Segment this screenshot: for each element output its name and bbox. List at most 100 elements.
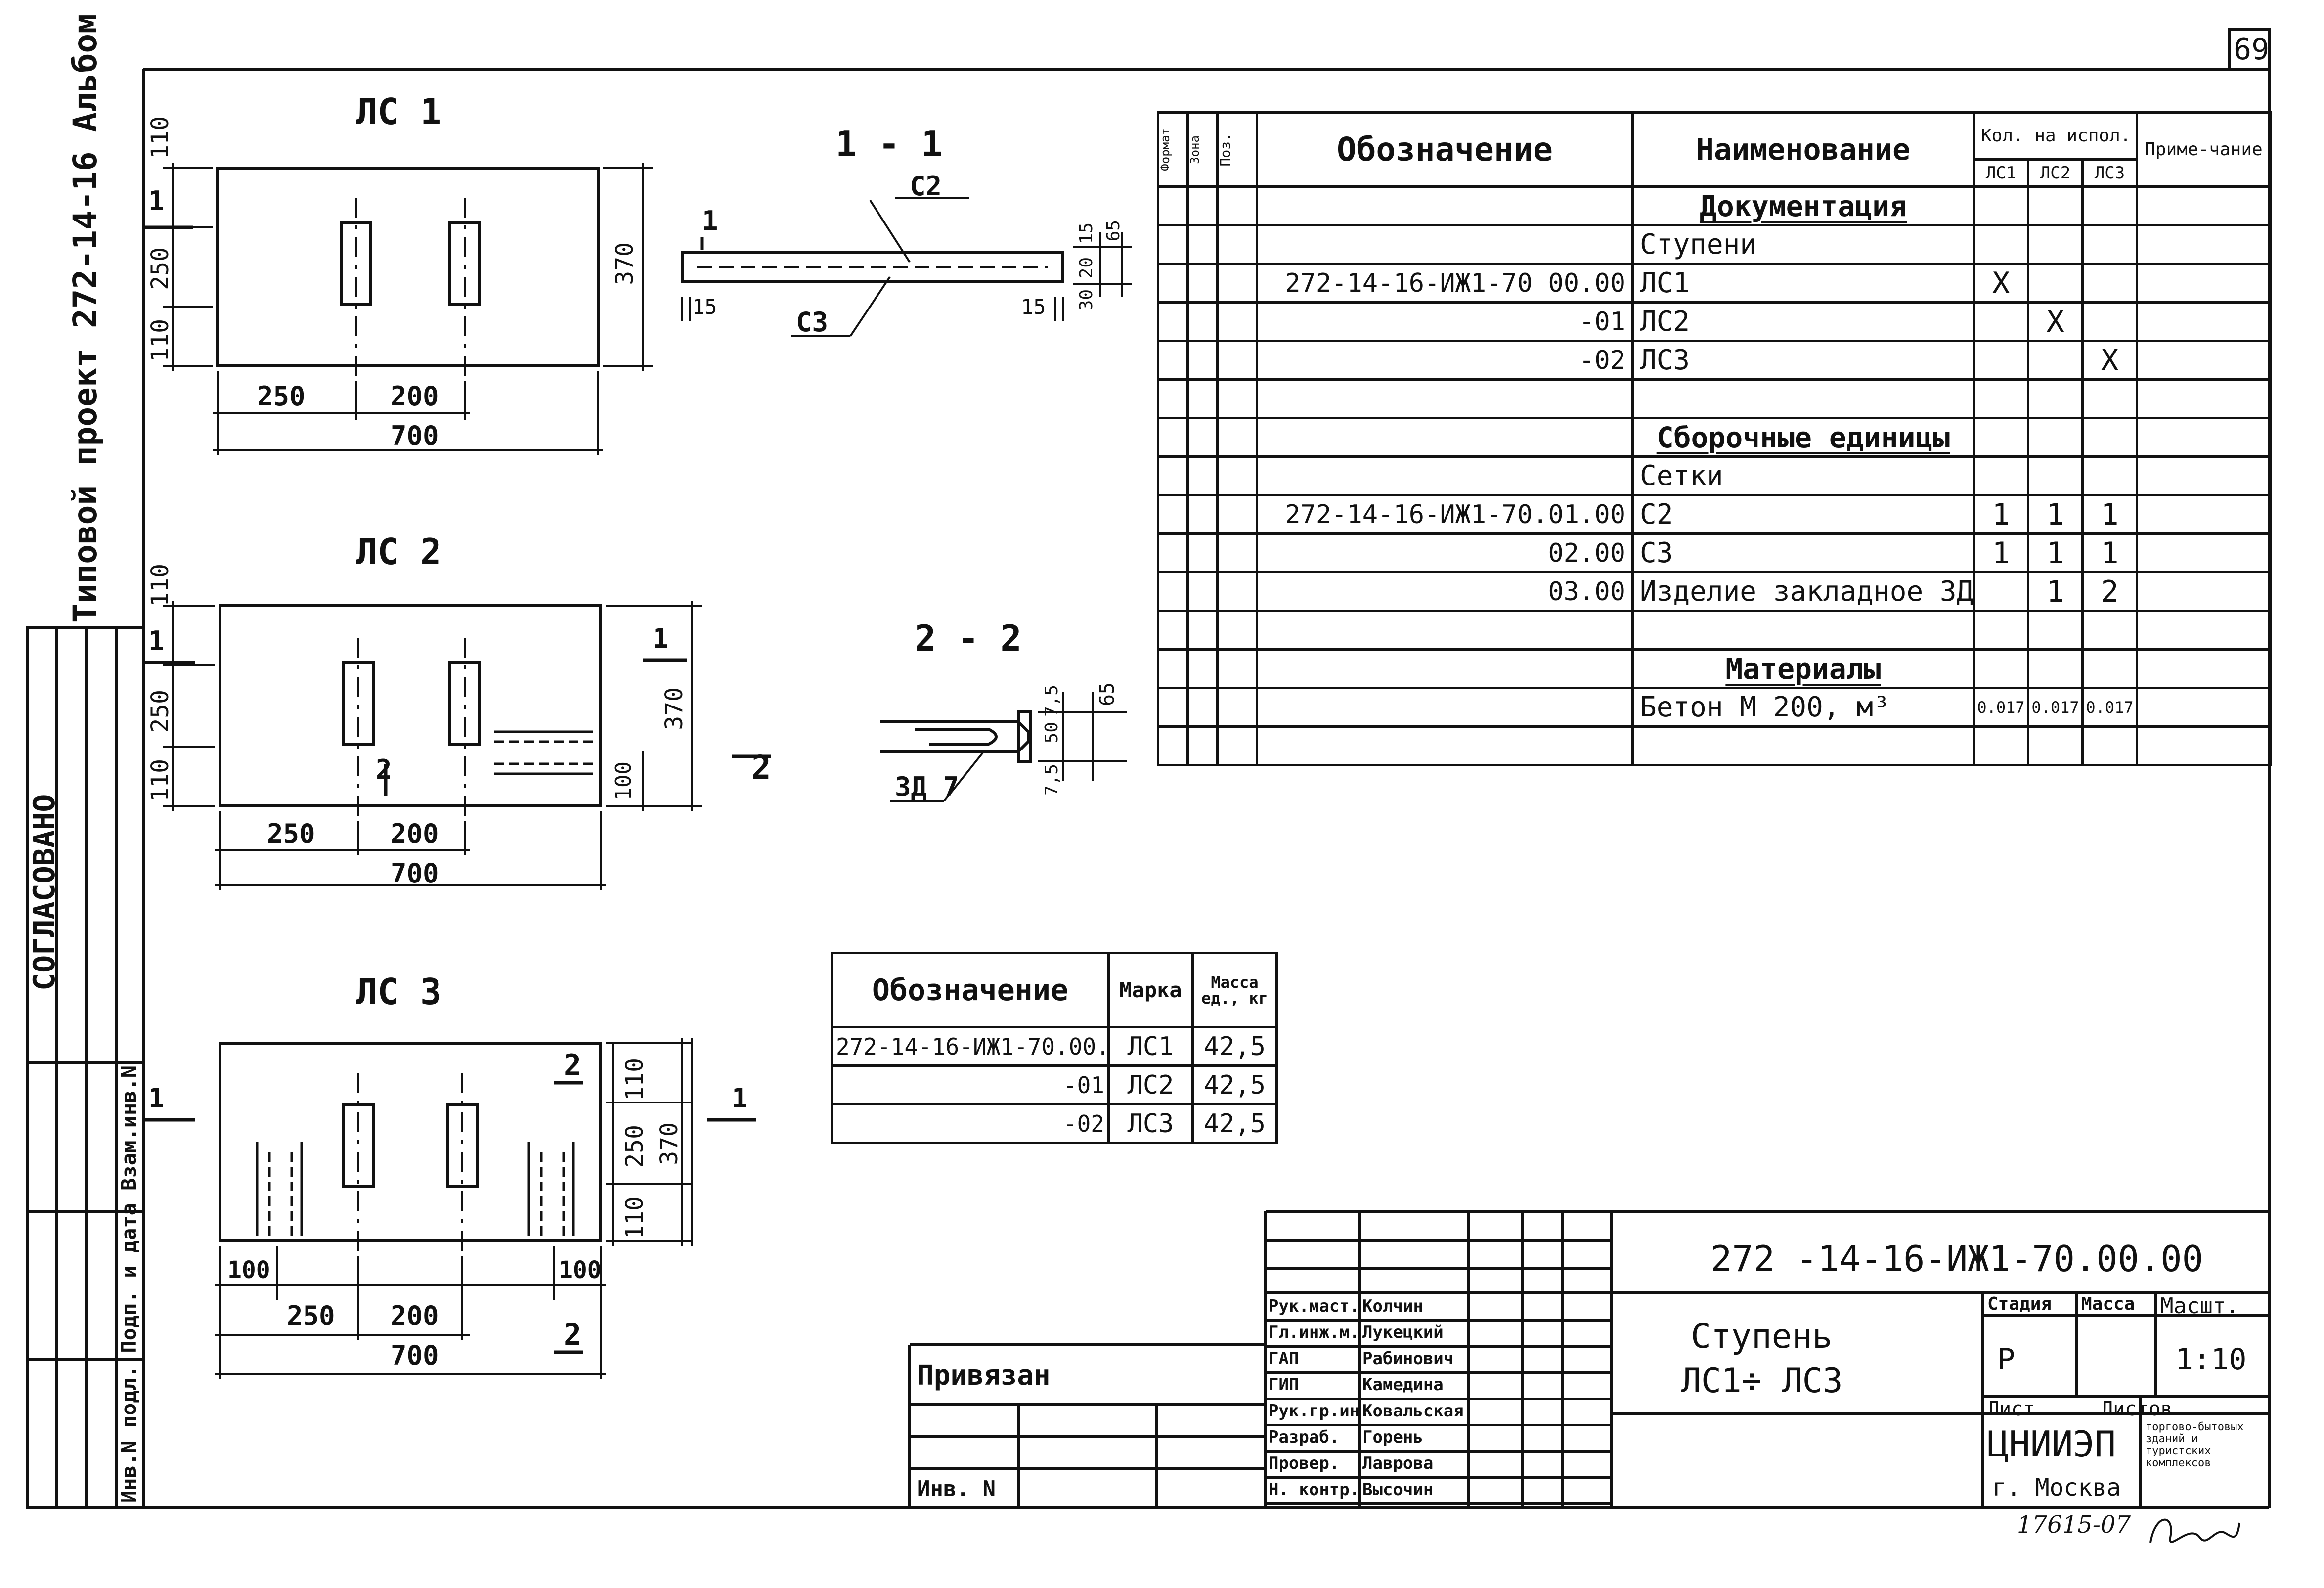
ls3-dim-height: 370 [656,1122,683,1165]
spec-cell-empty [1186,378,1219,419]
signature-row-divider [1266,1371,1612,1374]
spec-cell-q1 [1973,340,2029,381]
ls3-dim-mid: 250 [621,1125,649,1168]
sec11-d30: 30 [1076,289,1096,311]
spec-cell-q2: 0.017 [2027,687,2084,728]
signature-name: Рабинович [1362,1349,1454,1368]
spec-cell-empty [2136,687,2272,728]
cut-marker-1-ls3-left: 1 [148,1083,165,1114]
item-name-line1: Ступень [1691,1317,1833,1356]
spec-cell-name [1631,725,1975,766]
signature-row-divider [1266,1424,1612,1426]
signature-row-divider [1266,1476,1612,1479]
spec-cell-q2: 1 [2027,494,2084,535]
spec-cell-empty [1186,224,1219,265]
spec-cell-designation: 02.00 [1256,532,1634,573]
spec-cell-q1: 1 [1973,532,2029,573]
spec-cell-designation: 03.00 [1256,571,1634,612]
spec-cell-empty [1186,571,1219,612]
spec-cell-empty [1157,263,1189,304]
side-fields: Инв.N подл. Подп. и дата Взам.инв.N [117,1065,141,1503]
ls1-dim-bot: 110 [146,319,174,362]
spec-cell-name: С3 [1631,532,1975,573]
spec-cell-empty [1157,301,1189,342]
spec-row [1157,725,2272,766]
spec-cell-q1 [1973,301,2029,342]
spec-row: Материалы [1157,648,2272,689]
spec-cell-designation [1256,417,1634,458]
spec-cell-empty [1186,185,1219,226]
spec-cell-empty [1157,648,1189,689]
spec-cell-q2: 1 [2027,532,2084,573]
sec22-d75-top: 7,5 [1042,685,1062,717]
spec-cell-empty [1186,494,1219,535]
spec-cell-q1 [1973,610,2029,651]
spec-cell-name: Бетон М 200, м³ [1631,687,1975,728]
ls3-title: ЛС 3 [356,971,442,1013]
marks-cell-designation: -02 [831,1103,1110,1144]
ls2-dim-mid: 250 [146,690,174,733]
spec-cell-empty [1186,301,1219,342]
spec-cell-empty [2136,224,2272,265]
sec22-d65: 65 [1096,682,1119,706]
spec-cell-empty [1157,532,1189,573]
spec-cell-q1: 0.017 [1973,687,2029,728]
ls3-dim-total: 700 [391,1340,439,1371]
spec-cell-empty [2136,725,2272,766]
binding-inv: Инв. N [917,1476,996,1501]
ls1-title: ЛС 1 [356,91,442,132]
spec-cell-q3 [2081,263,2138,304]
spec-cell-empty [1216,687,1258,728]
marks-cell-mark: ЛС2 [1107,1064,1194,1105]
spec-cell-designation [1256,610,1634,651]
spec-row: Ступени [1157,224,2272,265]
spec-cell-name [1631,610,1975,651]
spec-cell-q3: 0.017 [2081,687,2138,728]
sheet-number: 69 [2234,32,2270,67]
spec-header-qty2: ЛС2 [2027,158,2084,188]
sec11-d15-right: 15 [1021,295,1046,319]
spec-cell-empty [1216,224,1258,265]
marks-header-mark: Марка [1107,952,1194,1028]
ls1-dim-height: 370 [611,242,639,285]
view-ls2 [143,601,771,890]
spec-row: Сборочные единицы [1157,417,2272,458]
spec-cell-designation: 272-14-16-ИЖ1-70 00.00 [1256,263,1634,304]
spec-cell-designation: -02 [1256,340,1634,381]
spec-header-pos: Поз. [1216,111,1258,188]
spec-cell-q1 [1973,571,2029,612]
signature-row-divider [1266,1450,1612,1453]
spec-cell-empty [1216,417,1258,458]
spec-header-qty3: ЛС3 [2081,158,2138,188]
ls2-dim-w2: 200 [391,818,439,849]
spec-cell-q2 [2027,610,2084,651]
spec-cell-name: Материалы [1631,648,1975,689]
spec-cell-empty [2136,648,2272,689]
sec11-c3: С3 [796,307,829,338]
spec-cell-empty [1157,340,1189,381]
spec-row [1157,610,2272,651]
footer-note: 17615-07 [2017,1511,2131,1539]
spec-cell-q3 [2081,610,2138,651]
ls2-title: ЛС 2 [356,531,442,573]
spec-cell-empty [2136,185,2272,226]
org-sub: торгово-бытовых зданий и туристских комп… [2146,1421,2244,1469]
signature-row-divider [1266,1398,1612,1400]
ls3-dim-bot: 110 [621,1196,649,1239]
signature-role: Гл.инж.м. [1269,1323,1360,1342]
spec-cell-empty [1157,725,1189,766]
spec-cell-q2 [2027,725,2084,766]
cut-marker-2-ls3-top: 2 [564,1048,582,1083]
spec-cell-q2 [2027,417,2084,458]
marks-cell-mass: 42,5 [1191,1064,1278,1105]
spec-cell-q3 [2081,185,2138,226]
spec-cell-name: С2 [1631,494,1975,535]
signature-role: ГАП [1269,1349,1299,1368]
signature-role: Рук.маст. [1269,1296,1360,1316]
spec-cell-empty [2136,571,2272,612]
cut-marker-1-ls3-right: 1 [732,1083,748,1114]
